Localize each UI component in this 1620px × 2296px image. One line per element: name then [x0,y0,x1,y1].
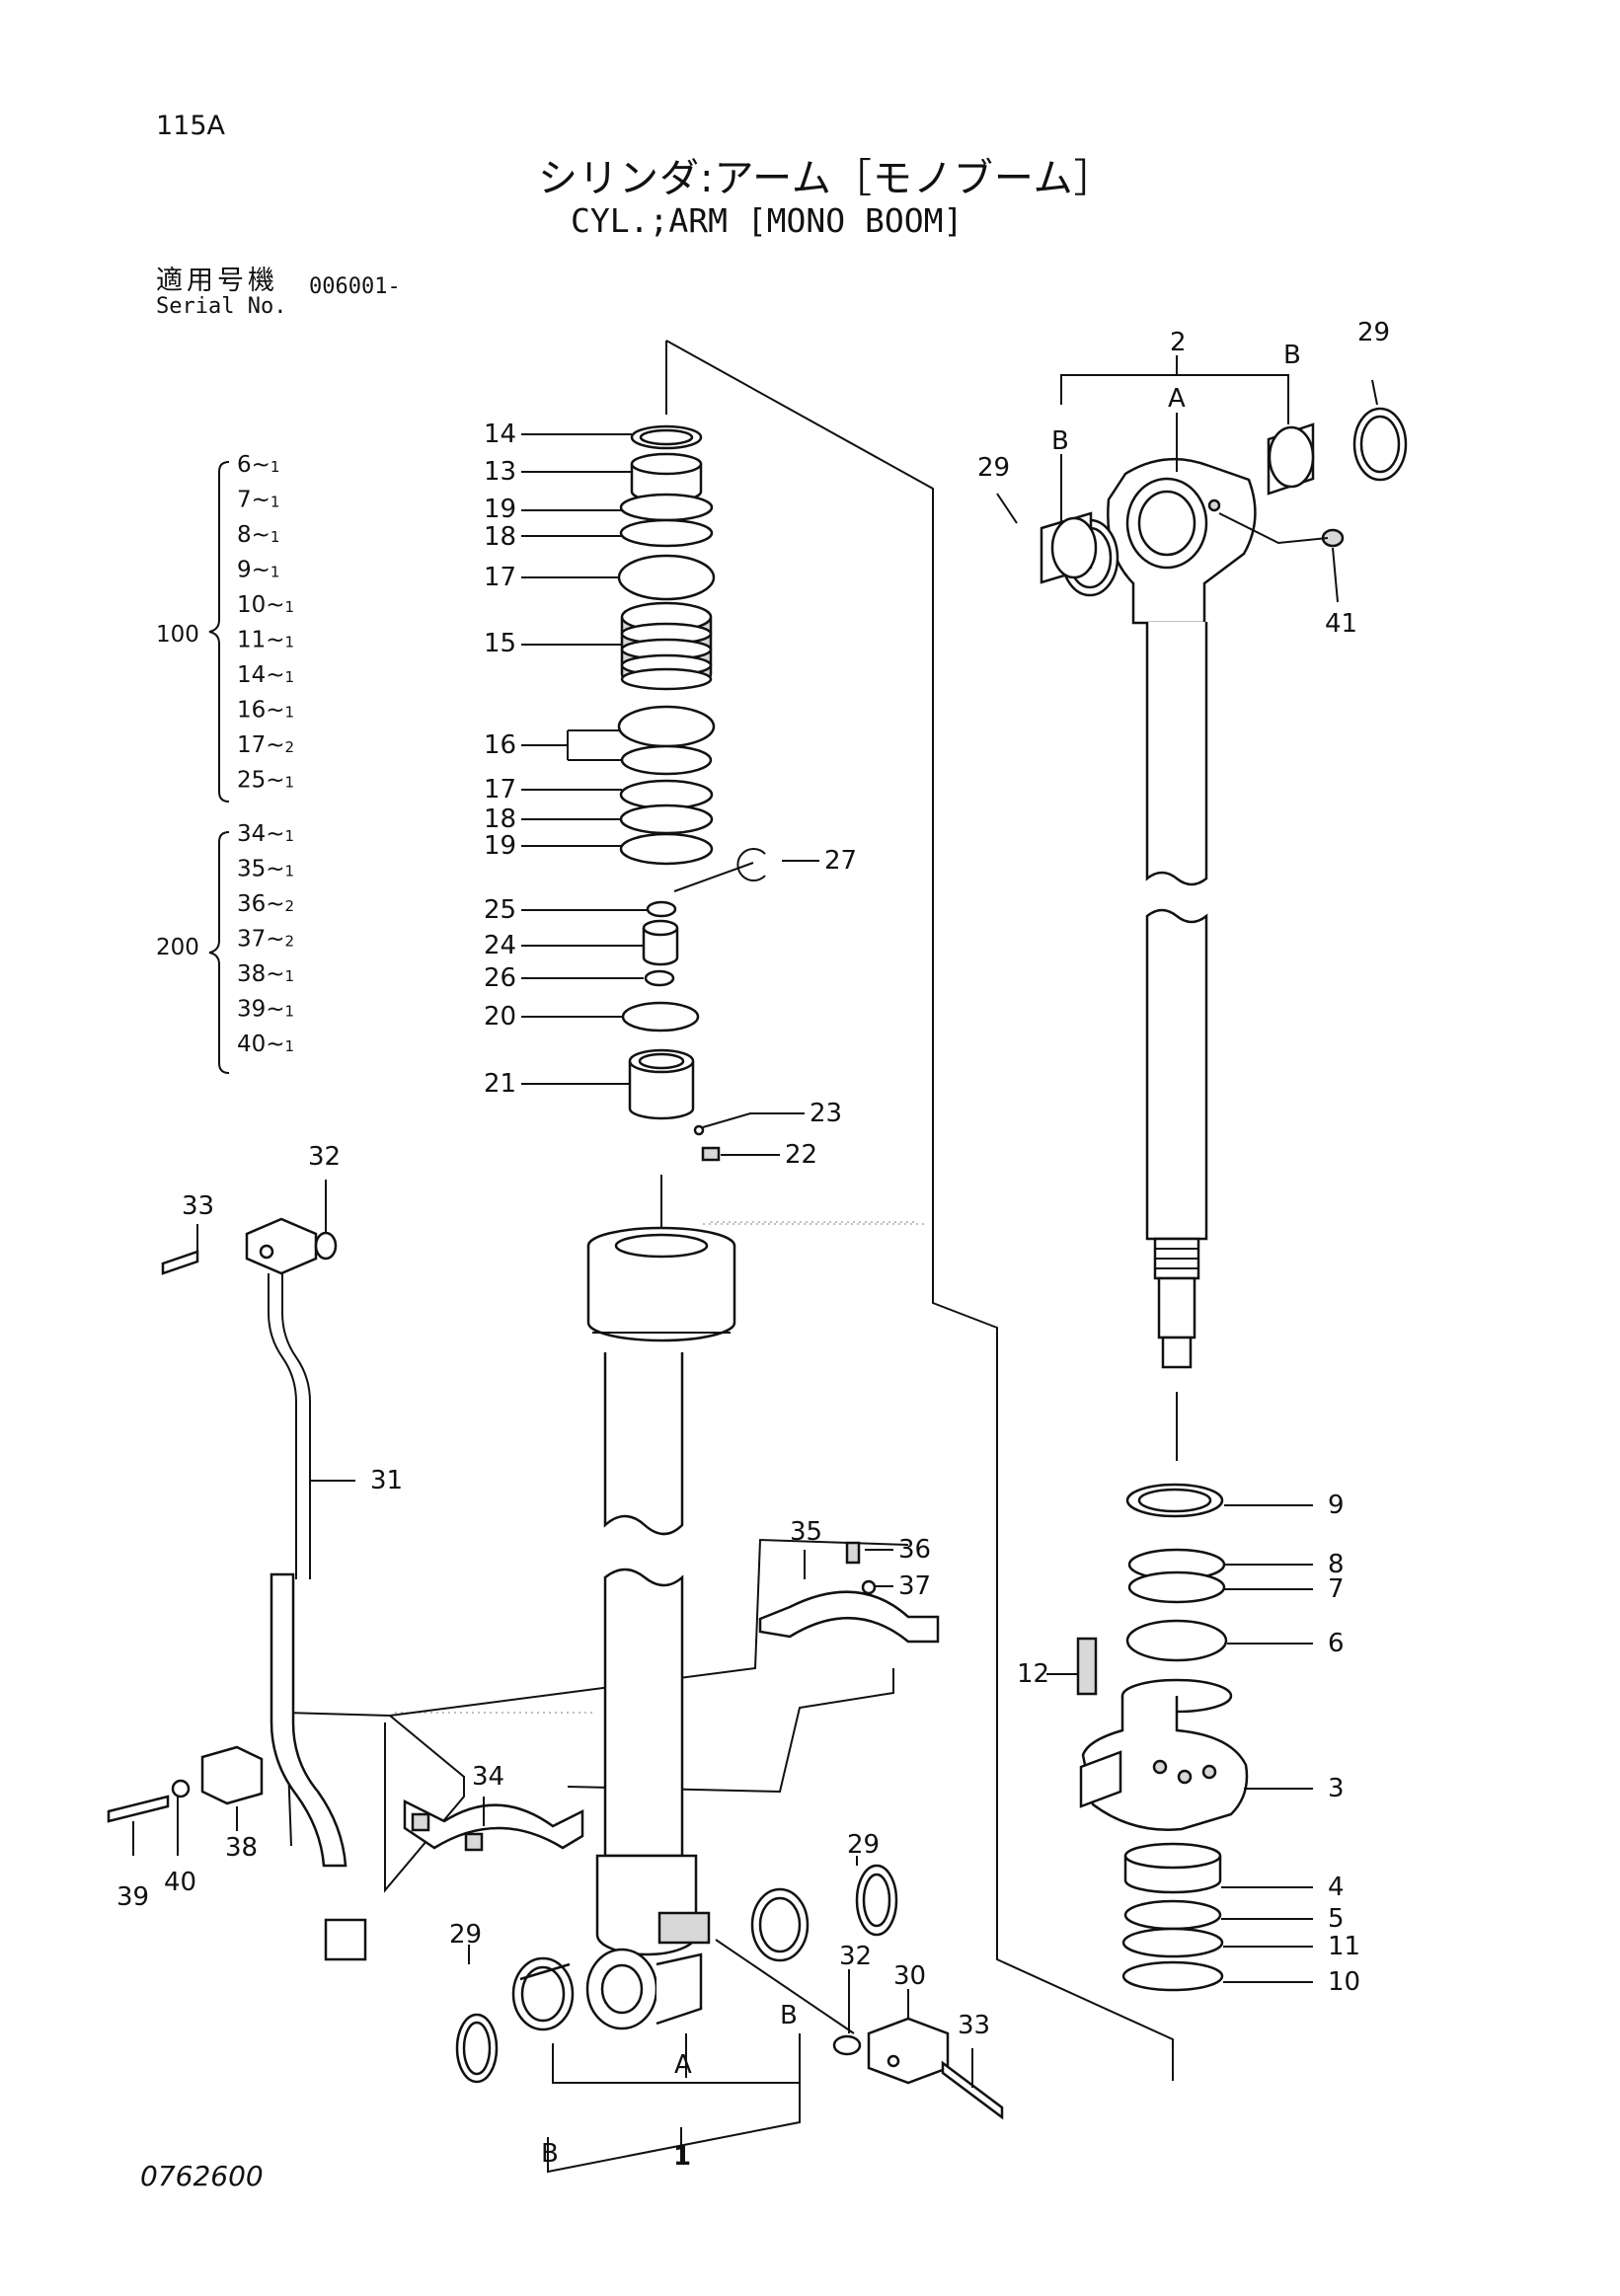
callout-label: A [1168,384,1186,414]
group-item: 6~1 [237,452,279,478]
callout-label: 33 [182,1191,214,1221]
callout-label: 29 [847,1830,880,1860]
callout-label: 8 [1328,1550,1345,1579]
pipe-assembly [107,1217,940,1961]
page-code: 115A [156,111,226,141]
serial-label-japanese: 適用号機 [156,266,278,296]
group-item: 40~1 [237,1032,294,1057]
callout-label: 21 [484,1069,516,1099]
callout-label: 24 [484,931,516,960]
diagram-title-english: CYL.;ARM [MONO BOOM] [571,201,964,240]
callout-label: 1 [673,2142,691,2172]
cylinder-tube [585,1175,736,2030]
group-item: 10~1 [237,592,294,618]
document-number: 0762600 [140,2160,264,2192]
callout-label: B [1283,341,1301,370]
group-item: 37~2 [237,927,294,953]
bottom-clamp [832,2017,1004,2120]
callout-label: 6 [1328,1629,1345,1658]
callout-label: 29 [449,1920,482,1950]
group-label-100: 100 [156,622,199,648]
callout-label: 11 [1328,1932,1360,1961]
group-item: 36~2 [237,891,294,917]
callout-label: 36 [898,1535,931,1565]
callout-label: 14 [484,420,516,449]
group-item: 8~1 [237,522,279,548]
callout-label: 10 [1328,1967,1360,1997]
callout-label: 19 [484,831,516,861]
callout-label: 22 [785,1140,817,1170]
group-item: 7~1 [237,488,279,513]
group-item: 17~2 [237,732,294,758]
callout-label: 16 [484,730,516,760]
callout-label: B [1051,426,1069,456]
callout-label: 18 [484,522,516,552]
callout-label: 15 [484,629,516,658]
callout-label: 17 [484,563,516,592]
group-item: 9~1 [237,558,279,583]
callout-label: 4 [1328,1873,1345,1902]
callout-label: 37 [898,1571,931,1601]
bottom-pin-bushings [455,1864,898,2084]
serial-label-english: Serial No. [156,294,287,319]
callout-label: 23 [810,1099,842,1128]
callout-label: 39 [116,1882,149,1912]
group-item: 16~1 [237,698,294,724]
callout-label: 5 [1328,1904,1345,1934]
callout-label: 7 [1328,1574,1345,1604]
callout-label: 18 [484,804,516,834]
callout-label: 34 [472,1762,504,1792]
leader-lines [132,355,1378,2174]
group-braces: 100 200 [156,461,230,1074]
callout-label: 19 [484,495,516,524]
callout-label: 29 [977,453,1010,483]
callout-label: 20 [484,1002,516,1032]
callout-label: 32 [839,1942,872,1971]
callout-label: A [674,2050,692,2080]
callout-label: 25 [484,895,516,925]
group-label-200: 200 [156,935,199,960]
callout-label: 35 [790,1517,822,1547]
group-item: 35~1 [237,857,294,882]
callout-label: 31 [370,1466,403,1495]
group-item-lists: 6~1 7~1 8~1 9~1 10~1 11~1 14~1 16~1 17~2 25~1 34~1… [237,452,294,1057]
callout-label: 30 [893,1961,926,1991]
callout-label: 3 [1328,1774,1345,1803]
callout-label: 9 [1328,1491,1345,1520]
callout-label: 38 [225,1833,258,1863]
group-item: 14~1 [237,662,294,688]
group-item: 34~1 [237,821,294,847]
callout-label: 40 [164,1868,196,1897]
rod-head-parts [1076,1483,1249,1992]
callout-label: 12 [1017,1659,1049,1689]
callout-label: 17 [484,775,516,804]
callout-label: 32 [308,1142,341,1172]
callout-label: 2 [1170,328,1187,357]
group-item: 11~1 [237,628,294,653]
group-item: 38~1 [237,961,294,987]
callout-label: 26 [484,963,516,993]
callout-label: B [541,2139,559,2169]
callout-label: 33 [958,2011,990,2040]
cylinder-head-parts [617,424,766,1162]
callout-label: 41 [1325,609,1357,639]
callout-label: 13 [484,457,516,487]
callout-label: B [780,2001,798,2030]
group-item: 25~1 [237,768,294,794]
piston-rod [1040,407,1408,1461]
callout-label: 29 [1357,318,1390,347]
group-item: 39~1 [237,997,294,1023]
diagram-title-japanese: シリンダ:アーム［モノブーム］ [538,156,1115,201]
serial-number-range: 006001- [309,274,401,299]
callout-label: 27 [824,846,857,876]
